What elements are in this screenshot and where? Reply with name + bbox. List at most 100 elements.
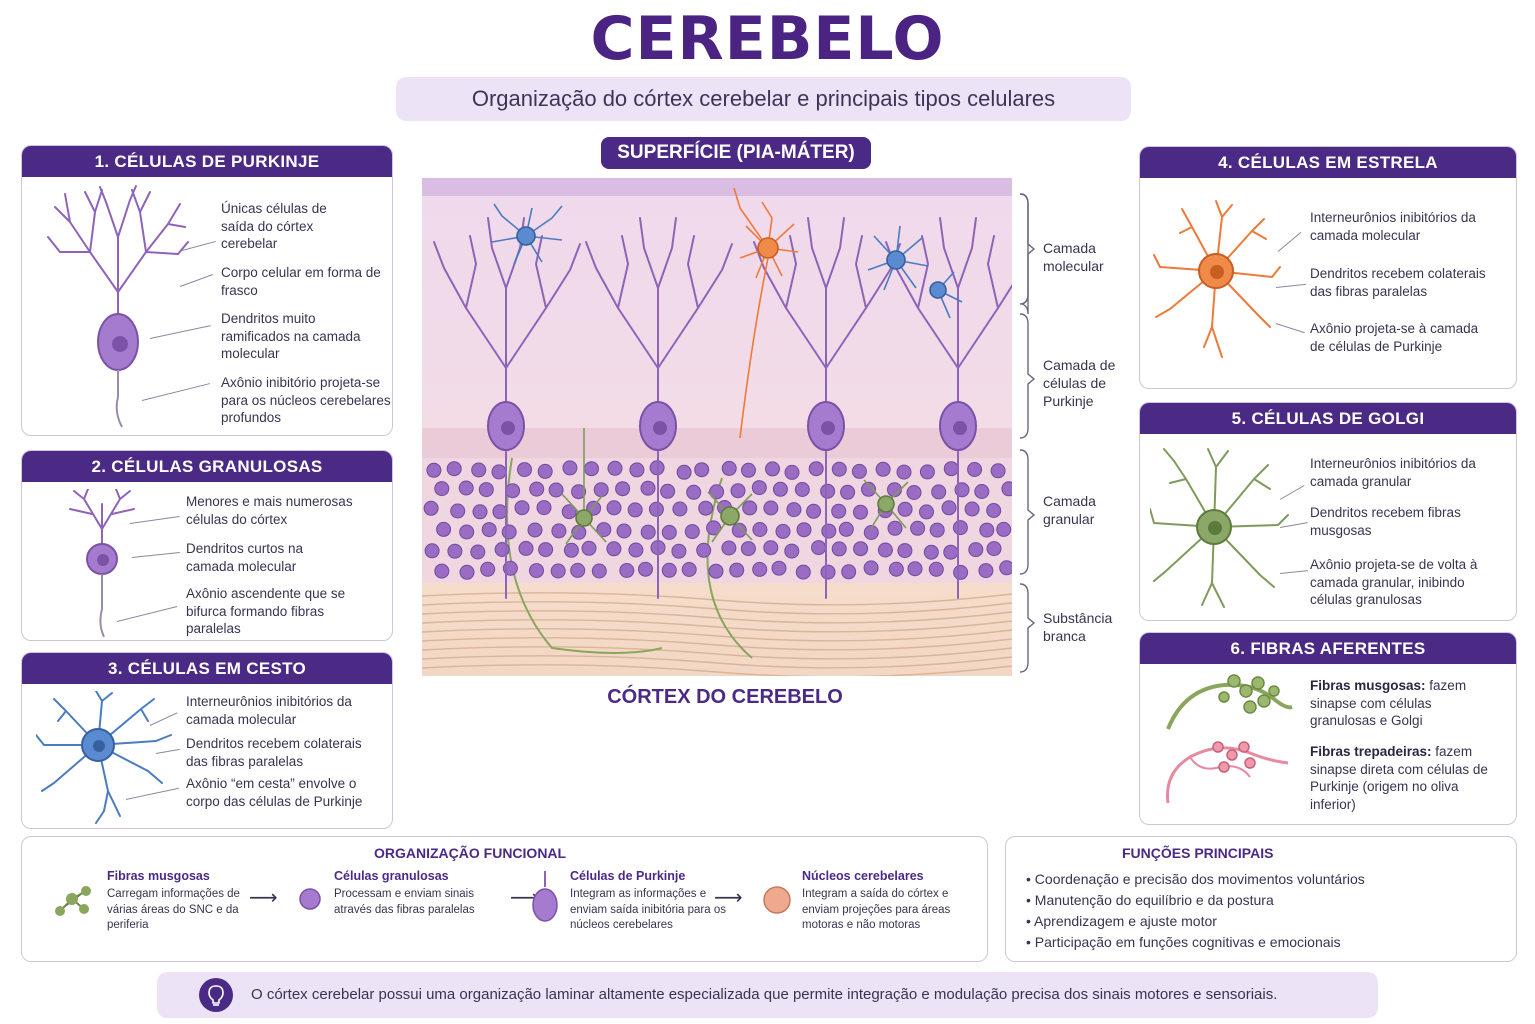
climbing-fiber-text: fazem sinapse direta com células de Purk… xyxy=(1310,744,1488,812)
granule-cell xyxy=(740,541,756,557)
granule-cell xyxy=(953,564,969,580)
granule-cell xyxy=(751,480,767,496)
purkinje-note-4: Axônio inibitório projeta-se para os núc… xyxy=(221,375,391,425)
surface-label: SUPERFÍCIE (PIA-MÁTER) xyxy=(601,137,871,169)
granule-cell xyxy=(990,463,1006,479)
granule-cell xyxy=(517,462,532,478)
granule-cell xyxy=(606,541,622,557)
layer-label-granular: Camada granular xyxy=(1043,493,1096,527)
card-afferent-title: 6. FIBRAS AFERENTES xyxy=(1140,633,1516,664)
flow-step-mossy: Fibras musgosas Carregam informações de … xyxy=(107,869,242,934)
granule-cell xyxy=(447,543,463,559)
granule-cell xyxy=(978,563,994,579)
basket-cell-2 xyxy=(867,225,963,319)
fiber-strand xyxy=(422,646,1012,660)
function-item: Manutenção do equilíbrio e da postura xyxy=(1026,890,1365,911)
main-functions-list: Coordenação e precisão dos movimentos vo… xyxy=(1026,869,1365,953)
granule-cell xyxy=(450,503,466,519)
granule-cell xyxy=(887,520,903,536)
granule-cell xyxy=(795,564,811,580)
cortex-diagram xyxy=(422,178,1012,676)
white-matter-fibers xyxy=(422,457,1012,676)
granule-cell xyxy=(426,462,442,478)
granule-cell xyxy=(446,461,462,477)
purkinje-cell-icon xyxy=(532,871,558,922)
purkinje-cell xyxy=(585,217,733,599)
granule-cell xyxy=(853,541,869,557)
granule-cell xyxy=(527,522,543,538)
granule-cell xyxy=(681,562,697,577)
card-basket-title: 3. CÉLULAS EM CESTO xyxy=(22,653,392,684)
granule-cell xyxy=(619,563,635,578)
granule-cell xyxy=(910,520,926,536)
granule-cell xyxy=(840,484,856,500)
granule-cell xyxy=(794,482,810,497)
functional-organization-title: ORGANIZAÇÃO FUNCIONAL xyxy=(374,845,567,861)
interneurons xyxy=(491,187,963,545)
granule-cell xyxy=(615,481,631,497)
granule-cell xyxy=(570,562,586,578)
granule-cell xyxy=(661,524,677,540)
granule-cell xyxy=(943,461,959,477)
granule-cell xyxy=(537,463,553,479)
page-subtitle: Organização do córtex cerebelar e princi… xyxy=(396,77,1131,121)
fiber-strand xyxy=(422,637,1012,651)
stellate-note-1: Interneurônios inibitórios da camada mol… xyxy=(1310,210,1476,243)
mossy-fiber-label: Fibras musgosas: xyxy=(1310,678,1426,693)
purkinje-cell xyxy=(885,217,1012,599)
golgi-note-1: Interneurônios inibitórios da camada gra… xyxy=(1310,456,1476,489)
granule-cell xyxy=(731,522,747,538)
basket-note-1: Interneurônios inibitórios da camada mol… xyxy=(186,694,352,727)
flow-step-mossy-desc: Carregam informações de várias áreas do … xyxy=(107,888,240,931)
granule-cell xyxy=(765,461,780,477)
card-basket: 3. CÉLULAS EM CESTO Interneurônios inibi… xyxy=(21,652,393,829)
granule-cell xyxy=(952,520,968,536)
granule-cell xyxy=(763,500,779,516)
fiber-strand xyxy=(422,655,1012,669)
granule-cell xyxy=(851,463,867,479)
granule-cell xyxy=(929,522,945,538)
granule-cell xyxy=(931,484,947,500)
granule-cell xyxy=(808,461,824,477)
arrow-right-icon: ⟶ xyxy=(714,887,743,909)
granule-cell xyxy=(529,481,545,497)
granule-cell xyxy=(853,504,868,520)
granule-cell xyxy=(999,560,1012,576)
stellate-note-2: Dendritos recebem colaterais das fibras … xyxy=(1310,266,1486,299)
granule-cell xyxy=(591,563,607,579)
function-item: Aprendizagem e ajuste motor xyxy=(1026,911,1365,932)
molecular-layer xyxy=(422,184,1012,428)
granule-cell xyxy=(676,464,692,480)
flow-step-purkinje-name: Células de Purkinje xyxy=(570,869,686,883)
flow-step-granular-name: Células granulosas xyxy=(334,869,449,883)
stellate-note-3: Axônio projeta-se à camada de células de… xyxy=(1310,321,1479,354)
granule-cell xyxy=(721,540,737,556)
granule-cell xyxy=(505,483,521,499)
granule-cell xyxy=(629,462,645,478)
stellate-cell xyxy=(733,187,799,439)
granule-cell xyxy=(887,482,902,498)
granule-cell xyxy=(784,543,800,559)
pia-mater-band xyxy=(422,178,1012,196)
granule-cell xyxy=(627,502,643,518)
granule-cell xyxy=(821,523,837,539)
granule-cell xyxy=(752,561,768,577)
granule-cell xyxy=(907,561,923,577)
granule-cell xyxy=(923,544,939,560)
fiber-strand xyxy=(422,619,1012,633)
layer-label-white-matter: Substância branca xyxy=(1043,610,1113,644)
granule-cell xyxy=(501,524,517,540)
basket-cell xyxy=(491,203,563,265)
card-purkinje-title: 1. CÉLULAS DE PURKINJE xyxy=(22,146,392,177)
arrow-right-icon: ⟶ xyxy=(249,887,278,909)
granule-cell xyxy=(434,481,450,497)
mossy-fiber-text: fazem sinapse com células granulosas e G… xyxy=(1310,678,1467,728)
granule-cell xyxy=(694,462,710,478)
granule-cell xyxy=(698,500,714,516)
granule-cell xyxy=(470,544,486,560)
arrow-right-icon: ⟶ xyxy=(510,887,539,909)
granule-cell xyxy=(492,504,508,520)
purkinje-note-3: Dendritos muito ramificados na camada mo… xyxy=(221,311,361,361)
basket-note-3: Axônio “em cesta” envolve o corpo das cé… xyxy=(186,776,363,809)
granule-cell-icon xyxy=(299,888,321,910)
